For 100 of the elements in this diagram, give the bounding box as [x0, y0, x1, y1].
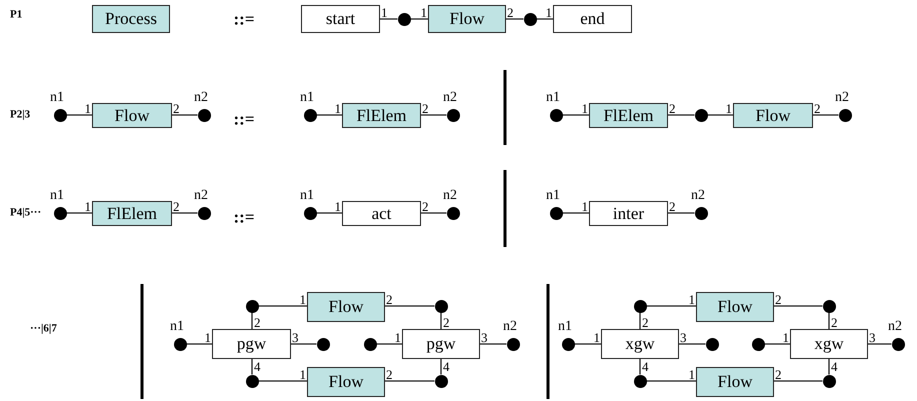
connector-line — [172, 212, 198, 214]
connection-dot — [706, 338, 718, 350]
port-number: 3 — [869, 331, 876, 344]
node-label: Flow — [114, 106, 150, 126]
connection-dot — [446, 206, 460, 220]
connector-line — [646, 305, 696, 307]
nonterminal-box — [733, 103, 813, 128]
port-number: 3 — [292, 331, 298, 344]
port-name: n2 — [194, 91, 208, 105]
port-name: n1 — [50, 91, 64, 105]
connector-line — [421, 212, 446, 214]
nonterminal-box — [342, 103, 421, 128]
connector-line — [66, 212, 92, 214]
terminal-box — [342, 201, 421, 226]
port-number: 1 — [582, 200, 588, 213]
port-number: 1 — [546, 6, 552, 19]
connection-dot — [54, 206, 66, 220]
port-number: 1 — [688, 368, 695, 381]
port-number: 1 — [300, 293, 306, 306]
node-label: xgw — [814, 334, 844, 354]
port-number: 1 — [688, 293, 695, 306]
connector-line — [562, 114, 589, 116]
port-number: 1 — [334, 200, 341, 213]
connector-line — [639, 312, 641, 329]
connection-dot — [550, 206, 562, 220]
connector-line — [868, 343, 892, 345]
port-number: 1 — [84, 102, 91, 115]
connection-dot — [892, 338, 904, 350]
connector-line — [562, 212, 589, 214]
port-number: 2 — [422, 102, 428, 115]
connection-dot — [198, 108, 210, 122]
connection-dot — [838, 108, 852, 122]
nonterminal-box — [589, 103, 668, 128]
port-number: 1 — [594, 331, 600, 344]
port-name: n2 — [835, 91, 849, 105]
terminal-box — [212, 329, 291, 359]
port-number: 1 — [84, 200, 91, 213]
port-number: 1 — [334, 102, 341, 115]
connector-line — [291, 343, 316, 345]
port-number: 2 — [254, 316, 260, 329]
connector-line — [813, 114, 838, 116]
connection-dot — [822, 300, 836, 312]
node-label: inter — [612, 204, 644, 224]
port-number: 2 — [775, 368, 782, 381]
port-number: 2 — [173, 200, 180, 213]
nonterminal-box — [307, 292, 385, 322]
rule-label: P1 — [10, 10, 22, 20]
port-name: n1 — [300, 189, 314, 203]
terminal-box — [553, 5, 632, 33]
connection-dot — [174, 338, 186, 350]
connector-line — [440, 312, 442, 329]
connector-line — [828, 312, 830, 329]
port-name: n1 — [546, 189, 560, 203]
port-number: 4 — [443, 360, 450, 373]
connector-line — [440, 359, 442, 374]
connection-dot — [562, 338, 574, 350]
connector-line — [774, 380, 822, 382]
connection-dot — [446, 108, 460, 122]
connection-dot — [304, 206, 316, 220]
connector-line — [480, 343, 506, 345]
port-number: 2 — [507, 6, 514, 19]
port-number: 1 — [204, 331, 211, 344]
rule-label: P4|5··· — [10, 208, 42, 218]
connection-dot — [246, 300, 258, 312]
connection-dot — [506, 338, 520, 350]
connector-line — [385, 305, 434, 307]
connector-line — [376, 343, 402, 345]
port-name: n2 — [503, 320, 517, 334]
nonterminal-box — [428, 5, 506, 33]
port-number: 2 — [173, 102, 180, 115]
port-name: n2 — [194, 189, 208, 203]
connector-line — [251, 312, 253, 329]
connector-line — [380, 18, 398, 20]
connection-dot — [550, 108, 562, 122]
connection-dot — [246, 374, 258, 388]
connector-line — [536, 18, 553, 20]
terminal-box — [589, 201, 668, 226]
connector-line — [506, 18, 524, 20]
connector-line — [639, 359, 641, 374]
connector-line — [410, 18, 428, 20]
connector-line — [646, 380, 696, 382]
node-label: end — [580, 9, 605, 29]
port-number: 4 — [642, 360, 648, 373]
terminal-box — [601, 329, 679, 359]
port-number: 1 — [420, 6, 427, 19]
terminal-box — [790, 329, 868, 359]
connector-line — [385, 380, 434, 382]
nonterminal-box — [696, 367, 774, 397]
node-label: pgw — [236, 334, 266, 354]
port-number: 2 — [814, 102, 820, 115]
connector-line — [316, 114, 342, 116]
nonterminal-box — [92, 5, 170, 33]
node-label: Process — [105, 9, 157, 29]
node-label: act — [372, 204, 392, 224]
connection-dot — [694, 206, 708, 220]
connection-dot — [316, 338, 330, 350]
port-number: 2 — [443, 316, 450, 329]
connector-line — [66, 114, 92, 116]
terminal-box — [402, 329, 480, 359]
definition-symbol: ::= — [234, 110, 254, 128]
